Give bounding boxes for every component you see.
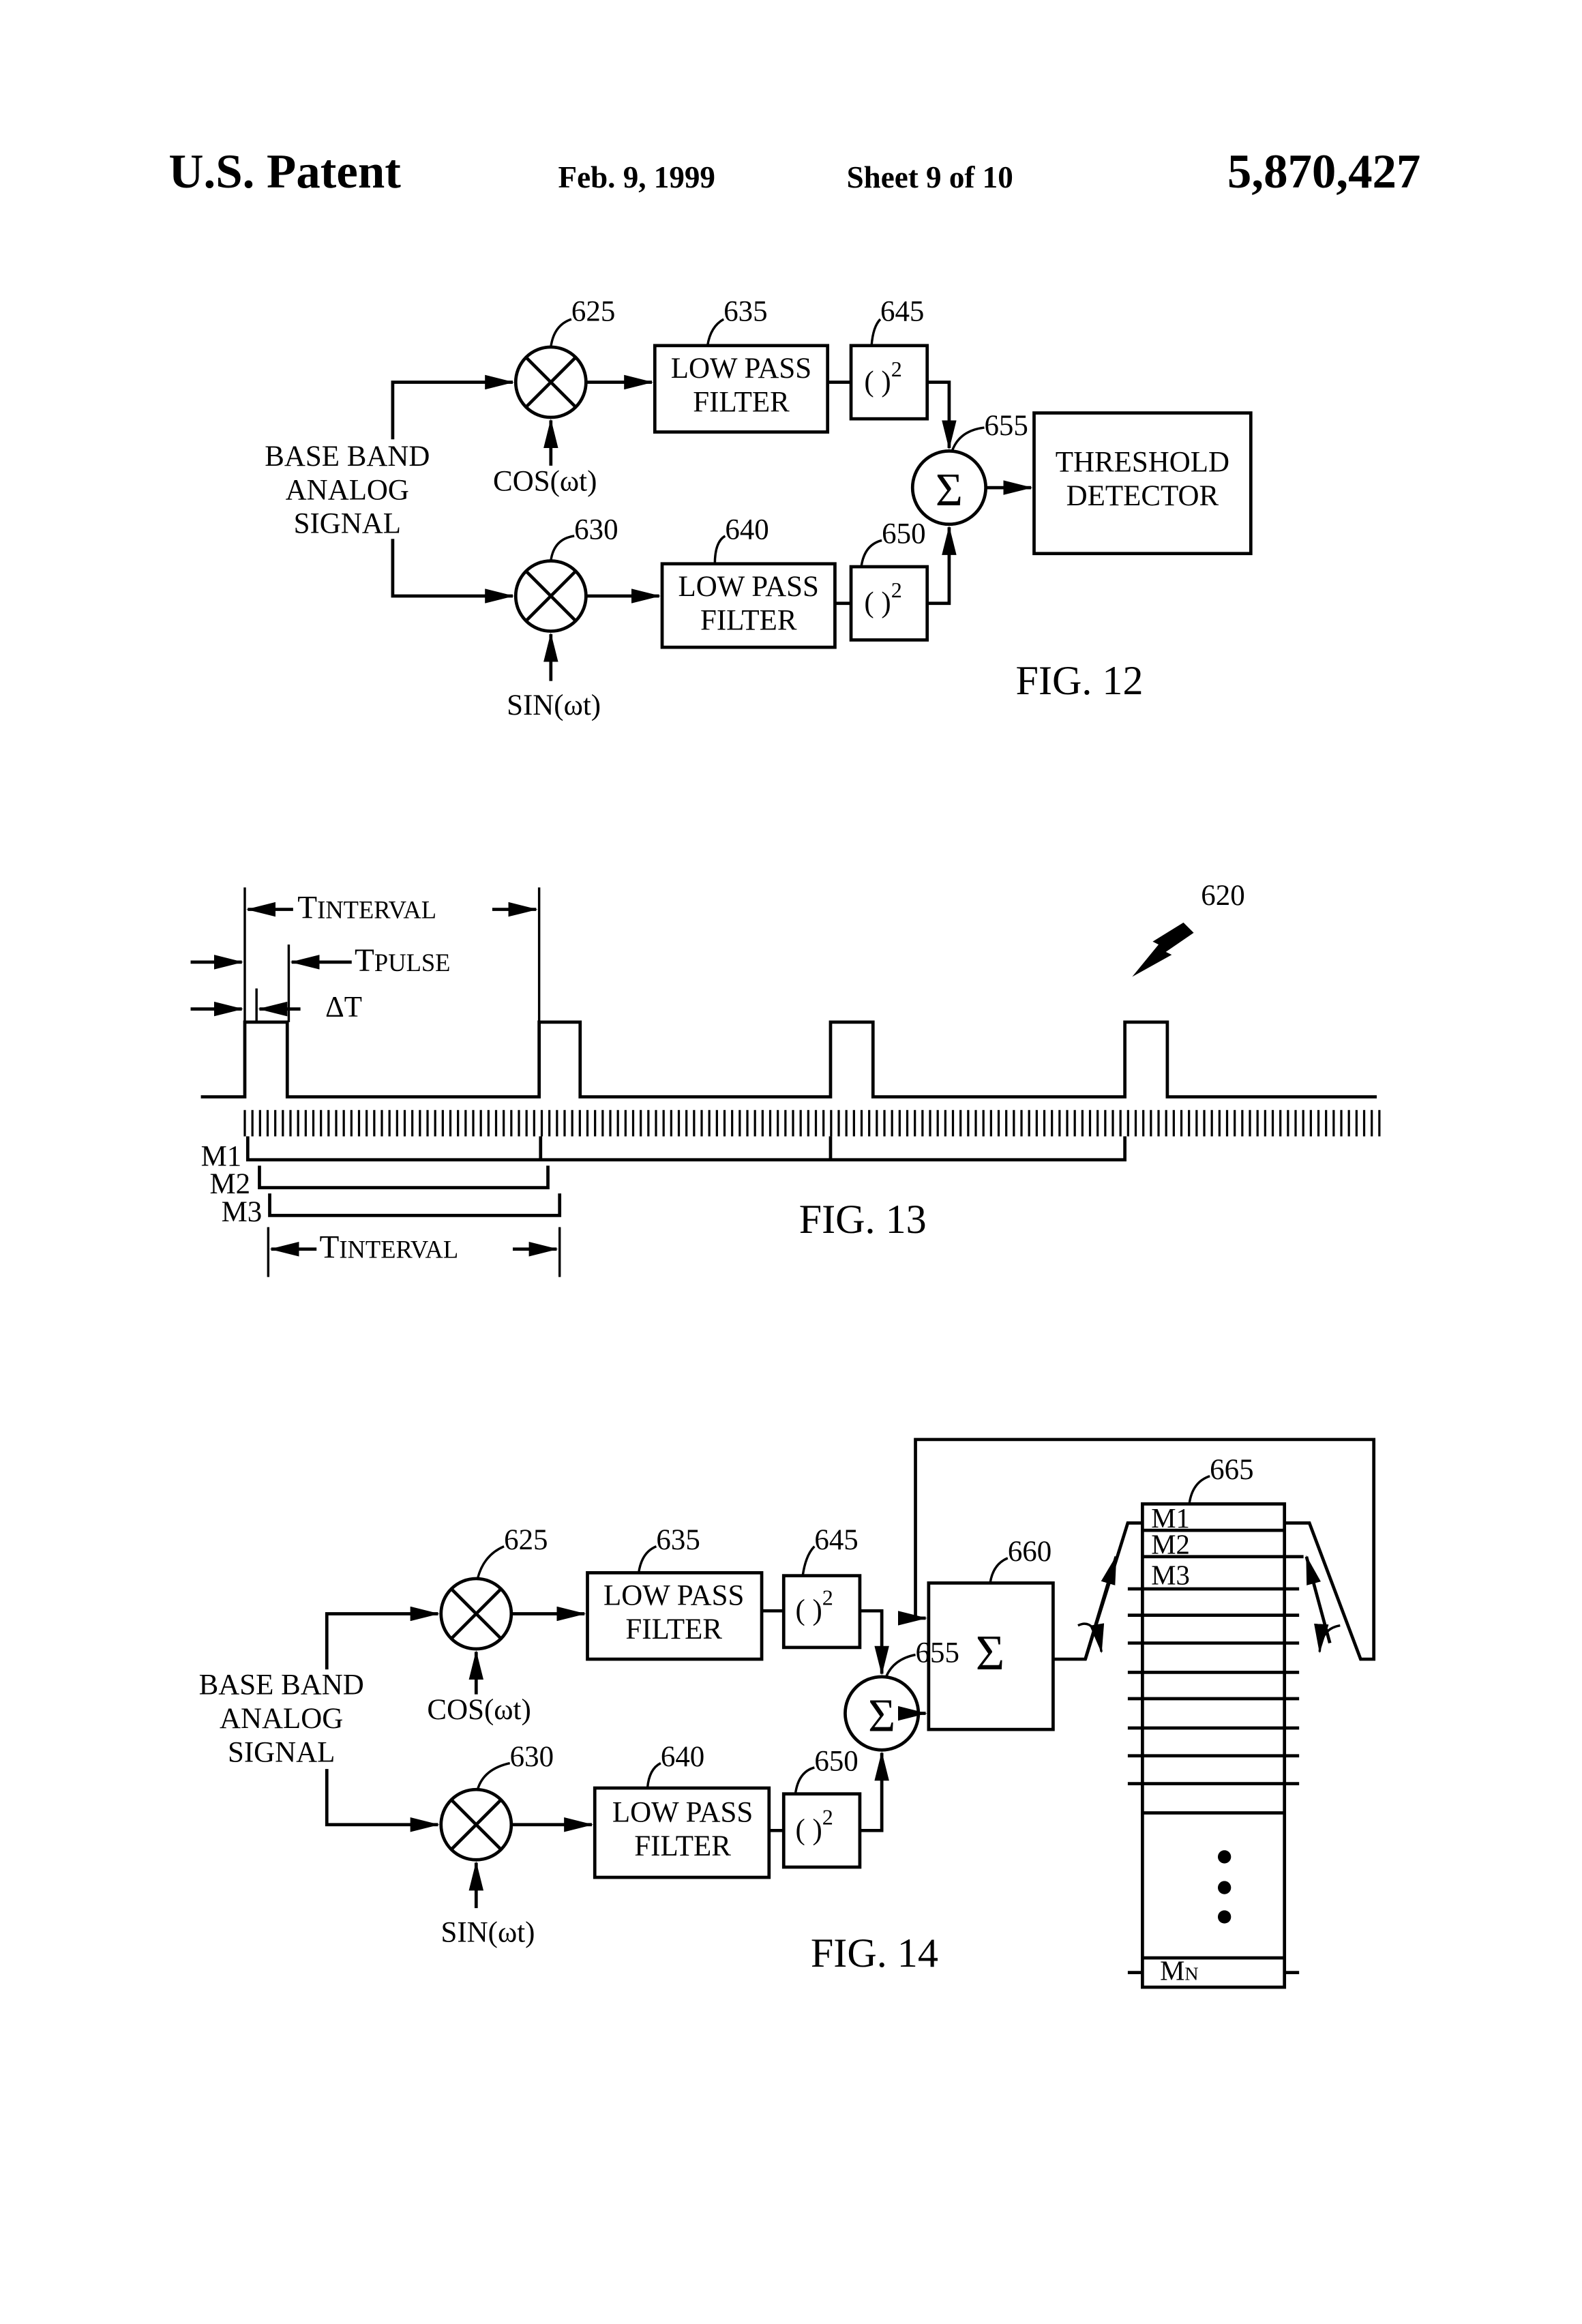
ref-645: 645 xyxy=(814,1524,858,1556)
ref-625: 625 xyxy=(504,1524,548,1556)
input-label-line2: ANALOG xyxy=(286,474,409,506)
m1-bracket xyxy=(248,1136,1124,1159)
input-label-line3: SIGNAL xyxy=(294,508,401,540)
patent-number: 5,870,427 xyxy=(1227,145,1420,198)
threshold-label1: THRESHOLD xyxy=(1056,446,1229,478)
ref-650: 650 xyxy=(814,1745,858,1777)
input-label-line3: SIGNAL xyxy=(228,1736,335,1768)
mixer-sin xyxy=(441,1789,511,1860)
ref-650: 650 xyxy=(882,518,925,550)
cos-label: COS(ωt) xyxy=(427,1694,531,1726)
input-label-line1: BASE BAND xyxy=(265,441,430,473)
ellipsis-dot xyxy=(1218,1850,1231,1863)
svg-text:Σ: Σ xyxy=(868,1689,895,1741)
lpf-bottom-label2: FILTER xyxy=(700,604,797,636)
sin-label: SIN(ωt) xyxy=(507,689,601,721)
delta-t-label: ΔT xyxy=(325,991,362,1023)
sheet-header: U.S. Patent Feb. 9, 1999 Sheet 9 of 10 5… xyxy=(168,145,1420,198)
ref-635: 635 xyxy=(656,1524,700,1556)
figure-14: BASE BAND ANALOG SIGNAL COS(ωt) SIN(ωt) … xyxy=(199,1440,1374,1987)
ref-645: 645 xyxy=(880,295,924,327)
summer-655: Σ xyxy=(845,1677,918,1750)
t-pulse-label: TPULSE xyxy=(355,943,450,979)
ellipsis-dot xyxy=(1218,1881,1231,1894)
figure-12: BASE BAND ANALOG SIGNAL COS(ωt) SIN(ωt) … xyxy=(265,295,1251,721)
lightning-arrow-icon xyxy=(1132,923,1193,977)
ref-655: 655 xyxy=(916,1637,959,1669)
cos-label: COS(ωt) xyxy=(493,465,597,497)
accumulator-symbol: Σ xyxy=(976,1625,1005,1680)
lpf-bottom-label1: LOW PASS xyxy=(678,571,819,603)
fig13-caption: FIG. 13 xyxy=(799,1197,927,1242)
m2-bracket xyxy=(259,1165,548,1187)
summer-655: Σ xyxy=(912,451,985,524)
sin-label: SIN(ωt) xyxy=(441,1917,535,1949)
ref-660: 660 xyxy=(1008,1536,1051,1568)
fig12-caption: FIG. 12 xyxy=(1016,658,1144,704)
lpf-top-label2: FILTER xyxy=(693,386,790,418)
ref-640: 640 xyxy=(661,1741,704,1773)
fig14-caption: FIG. 14 xyxy=(811,1931,938,1976)
register-m3: M3 xyxy=(1151,1560,1190,1591)
sheet-number: Sheet 9 of 10 xyxy=(847,160,1013,194)
input-label-line1: BASE BAND xyxy=(199,1669,364,1701)
threshold-label2: DETECTOR xyxy=(1066,480,1219,512)
input-label-line2: ANALOG xyxy=(220,1703,343,1735)
ref-635: 635 xyxy=(723,295,767,327)
mixer-cos xyxy=(516,347,586,417)
figure-13: M1 M2 M3 TINTERVAL TPULSE ΔT TINTERVAL 6… xyxy=(191,880,1379,1277)
mixer-cos xyxy=(441,1579,511,1649)
ref-630: 630 xyxy=(574,513,618,546)
pulse-train xyxy=(201,1022,1377,1097)
ref-665: 665 xyxy=(1210,1454,1253,1486)
patent-label: U.S. Patent xyxy=(168,145,401,198)
lpf-top-label1: LOW PASS xyxy=(671,353,811,385)
t-interval-top: TINTERVAL xyxy=(297,890,436,925)
m3-label: M3 xyxy=(222,1196,263,1228)
register-m2: M2 xyxy=(1151,1529,1190,1560)
lpf-bottom-label1: LOW PASS xyxy=(612,1796,753,1828)
lpf-top-label2: FILTER xyxy=(625,1613,722,1645)
t-interval-bottom: TINTERVAL xyxy=(320,1230,459,1266)
ref-640: 640 xyxy=(725,513,768,546)
lpf-bottom-label2: FILTER xyxy=(634,1830,731,1862)
patent-date: Feb. 9, 1999 xyxy=(558,160,715,194)
mixer-sin xyxy=(516,561,586,631)
ref-620: 620 xyxy=(1201,880,1244,912)
ref-655: 655 xyxy=(984,410,1028,442)
svg-text:Σ: Σ xyxy=(936,464,963,516)
ref-630: 630 xyxy=(510,1741,554,1773)
ellipsis-dot xyxy=(1218,1910,1231,1923)
ref-625: 625 xyxy=(571,295,615,327)
clock-ticks xyxy=(245,1110,1379,1137)
lpf-top-label1: LOW PASS xyxy=(603,1580,744,1612)
m3-bracket xyxy=(270,1193,560,1215)
